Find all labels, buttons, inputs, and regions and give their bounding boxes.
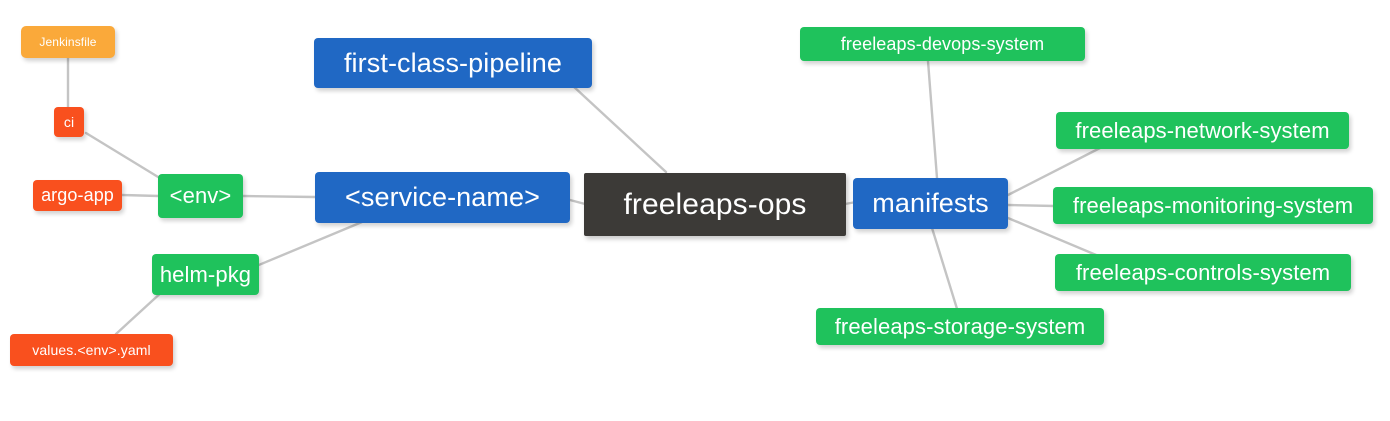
node-freeleaps-ops[interactable]: freeleaps-ops	[584, 173, 846, 236]
node-label: freeleaps-monitoring-system	[1072, 192, 1354, 218]
node-label: <service-name>	[345, 182, 540, 212]
node-env[interactable]: <env>	[158, 174, 243, 218]
node-freeleaps-devops-system[interactable]: freeleaps-devops-system	[800, 27, 1085, 61]
node-label: values.<env>.yaml	[32, 342, 151, 358]
node-helm-pkg[interactable]: helm-pkg	[152, 254, 259, 295]
node-freeleaps-controls-system[interactable]: freeleaps-controls-system	[1055, 254, 1351, 291]
node-argo-app[interactable]: argo-app	[33, 180, 122, 211]
edge-manifests-storage	[930, 226, 960, 314]
node-label: argo-app	[41, 185, 114, 205]
node-label: ci	[63, 114, 75, 130]
edge-helmpkg-valuesyaml	[114, 288, 166, 336]
node-jenkinsfile[interactable]: Jenkinsfile	[21, 26, 115, 58]
node-label: Jenkinsfile	[39, 35, 97, 49]
edge-manifests-devops	[926, 59, 939, 180]
node-first-class-pipeline[interactable]: first-class-pipeline	[314, 38, 592, 88]
node-ci[interactable]: ci	[54, 107, 84, 137]
edge-manifests-monitoring	[1006, 203, 1057, 208]
node-freeleaps-storage-system[interactable]: freeleaps-storage-system	[816, 308, 1104, 345]
node-service-name[interactable]: <service-name>	[315, 172, 570, 223]
node-freeleaps-network-system[interactable]: freeleaps-network-system	[1056, 112, 1349, 149]
edge-env-ci	[84, 131, 165, 182]
edge-root-pipeline	[571, 84, 668, 174]
node-label: first-class-pipeline	[343, 47, 563, 78]
node-label: freeleaps-devops-system	[840, 33, 1045, 54]
edge-env-argoapp	[120, 193, 161, 198]
edge-svcname-helmpkg	[240, 220, 364, 274]
node-manifests[interactable]: manifests	[853, 178, 1008, 229]
node-freeleaps-monitoring-system[interactable]: freeleaps-monitoring-system	[1053, 187, 1373, 224]
node-label: <env>	[169, 183, 232, 208]
node-label: helm-pkg	[159, 261, 252, 287]
edge-svcname-env	[241, 194, 317, 199]
edge-root-svcname	[568, 198, 587, 206]
node-values-env-yaml[interactable]: values.<env>.yaml	[10, 334, 173, 366]
node-label: freeleaps-ops	[623, 187, 807, 221]
node-label: manifests	[872, 188, 989, 218]
node-label: freeleaps-storage-system	[834, 313, 1086, 339]
node-label: freeleaps-network-system	[1075, 117, 1330, 143]
node-label: freeleaps-controls-system	[1075, 259, 1331, 285]
